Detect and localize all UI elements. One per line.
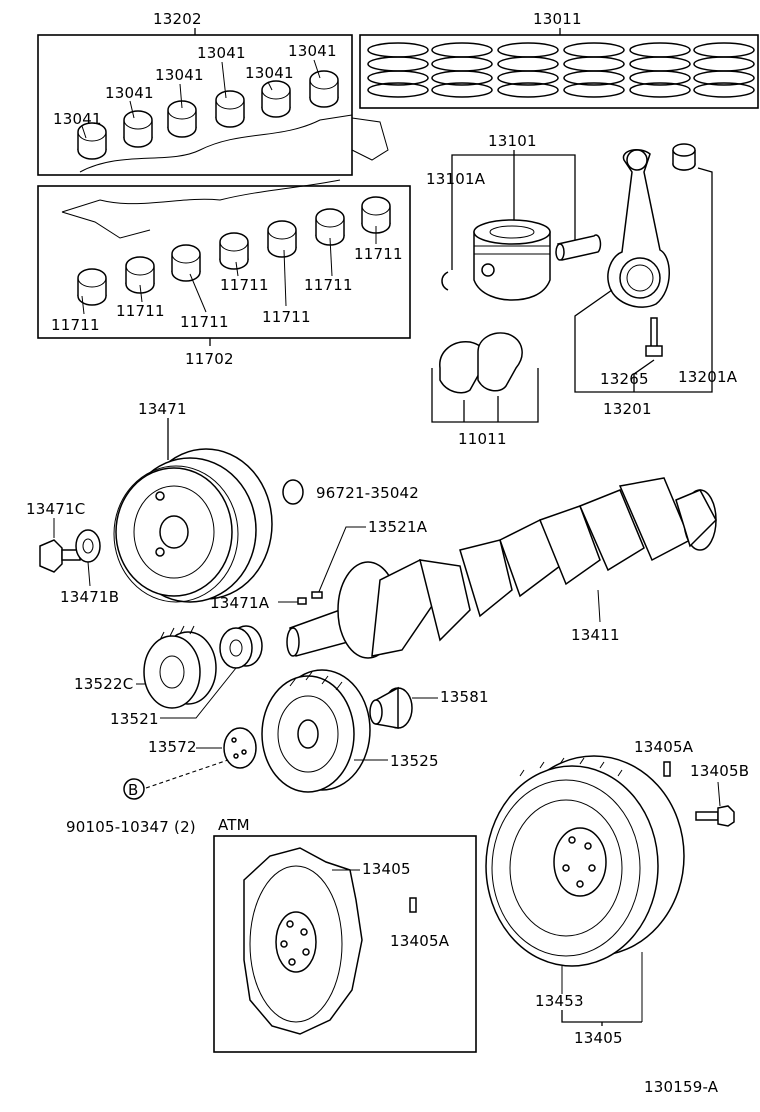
gear-13522c-icon	[143, 625, 217, 709]
label-13521: 13521	[110, 710, 159, 728]
label-13405-bottom: 13405	[574, 1029, 623, 1047]
crankshaft-ghost	[79, 114, 353, 173]
label-13041-e: 13041	[245, 64, 294, 82]
figure-code: 130159-A	[644, 1078, 719, 1096]
label-11711-g: 11711	[354, 245, 403, 263]
label-90105: 90105-10347 (2)	[66, 818, 196, 836]
label-13453: 13453	[535, 992, 584, 1010]
piston-rings-group: 13011	[359, 10, 759, 109]
atm-group: ATM 13405 13405A	[213, 816, 477, 1053]
label-13405-atm: 13405	[362, 860, 411, 878]
lower-bearing-shells	[77, 196, 391, 306]
gear-13521-icon	[219, 625, 263, 669]
label-13041-a: 13041	[53, 110, 102, 128]
reference-b-circle	[123, 778, 145, 800]
label-13581: 13581	[440, 688, 489, 706]
label-13405A-atm: 13405A	[390, 932, 450, 950]
drive-plate-icon	[243, 847, 363, 1035]
upper-bearing-shells	[77, 70, 339, 160]
label-13202: 13202	[153, 10, 202, 28]
label-13041-b: 13041	[105, 84, 154, 102]
o-ring-icon	[282, 479, 304, 505]
thrust-washer-group: 11011	[431, 332, 539, 448]
label-13471B: 13471B	[60, 588, 119, 606]
pulley-washer-icon	[75, 529, 101, 563]
crankshaft-ghost-lower	[61, 179, 341, 213]
flywheel-bolt-icon	[695, 805, 735, 827]
label-11711-c: 11711	[180, 313, 229, 331]
label-13411: 13411	[571, 626, 620, 644]
label-13011: 13011	[533, 10, 582, 28]
plug-13581-icon	[369, 686, 413, 729]
label-11711-b: 11711	[116, 302, 165, 320]
label-11711-a: 11711	[51, 316, 100, 334]
crankshaft-icon	[286, 477, 717, 659]
rod-bolt-icon	[645, 317, 663, 357]
label-13041-f: 13041	[288, 42, 337, 60]
label-13471C: 13471C	[26, 500, 85, 518]
atm-box	[213, 835, 477, 1053]
label-13101: 13101	[488, 132, 537, 150]
label-atm: ATM	[218, 816, 250, 834]
flywheel-icon	[485, 755, 685, 967]
small-end-bushing-icon	[672, 143, 696, 171]
connecting-rod-icon	[607, 148, 670, 308]
label-13525: 13525	[390, 752, 439, 770]
label-13471: 13471	[138, 400, 187, 418]
crankshaft-key-icon	[297, 591, 323, 605]
label-11711-f: 11711	[304, 276, 353, 294]
label-13405A-top: 13405A	[634, 738, 694, 756]
atm-knock-pin-icon	[409, 897, 417, 913]
label-11011: 11011	[458, 430, 507, 448]
flywheel-knock-pin-icon	[663, 761, 671, 777]
piston-pin-icon	[555, 234, 602, 261]
label-13521A: 13521A	[368, 518, 428, 536]
pulley-bolt-icon	[39, 539, 81, 573]
piston-ring-sets	[367, 42, 755, 98]
piston-rings-box	[359, 34, 759, 109]
label-13041-c: 13041	[155, 66, 204, 84]
timing-gear-group: 13522C 13521 13525 13581	[66, 625, 489, 836]
label-96721: 96721-35042	[316, 484, 419, 502]
ring-gear-teeth	[519, 757, 623, 777]
connecting-rod-group: 13265 13201A 13201	[574, 143, 738, 418]
gear-13525-icon	[261, 669, 371, 793]
plate-13572-icon	[223, 727, 257, 769]
crankshaft-group: 13521A 13471A 13411	[210, 477, 717, 659]
crank-pulley-icon	[113, 448, 273, 603]
label-13405B: 13405B	[690, 762, 749, 780]
piston-group: 13101 13101A	[426, 132, 602, 301]
label-11711-d: 11711	[220, 276, 269, 294]
label-13522C: 13522C	[74, 675, 133, 693]
label-11711-e: 11711	[262, 308, 311, 326]
lower-bearing-box	[37, 185, 411, 339]
snap-ring-icon	[441, 271, 449, 291]
label-13101A: 13101A	[426, 170, 486, 188]
thrust-washer-icon	[439, 332, 523, 394]
label-13471A: 13471A	[210, 594, 270, 612]
upper-bearing-group: 13202 13041 13041 13041 13041 13041 1304…	[37, 10, 389, 176]
piston-icon	[473, 219, 551, 301]
label-reference-b: B	[128, 781, 139, 799]
flywheel-group: 13405A 13405B 13453 13405	[485, 738, 749, 1047]
label-13201A: 13201A	[678, 368, 738, 386]
label-13572: 13572	[148, 738, 197, 756]
label-13041-d: 13041	[197, 44, 246, 62]
label-13201: 13201	[603, 400, 652, 418]
label-11702: 11702	[185, 350, 234, 368]
crank-pulley-group: 13471 96721-35042 13471C 13471B	[26, 400, 419, 606]
lower-bearing-group: 11711 11711 11711 11711 11711 11711 1171…	[37, 179, 411, 368]
label-13265: 13265	[600, 370, 649, 388]
